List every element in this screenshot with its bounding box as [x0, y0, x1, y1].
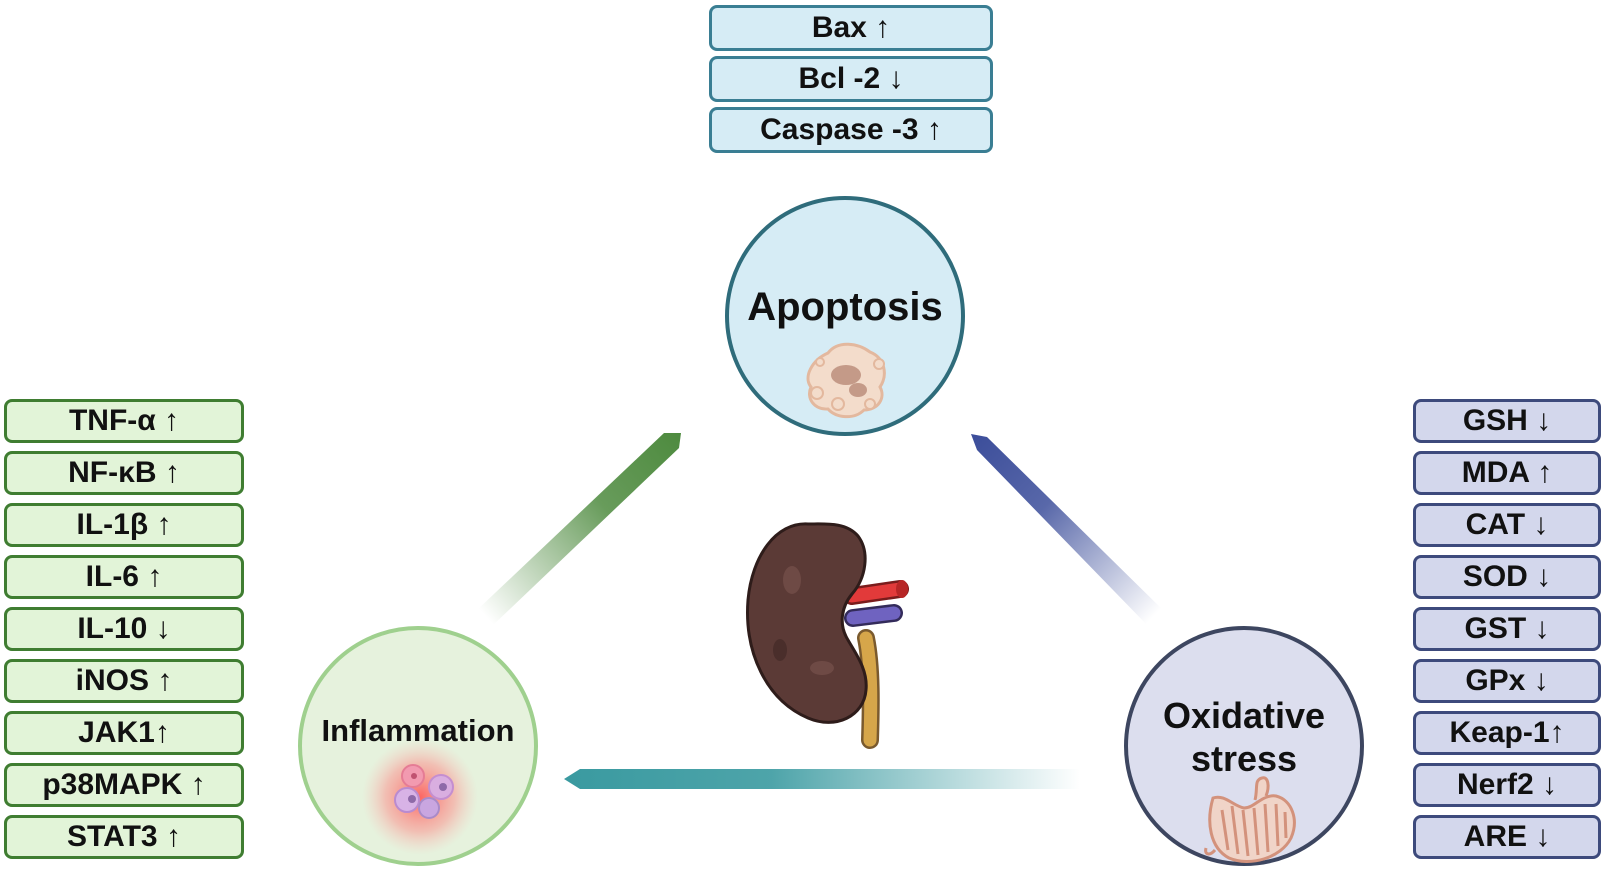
oxidative-title-line1: Oxidative — [1162, 695, 1326, 736]
mitochondrion-icon — [1204, 776, 1296, 863]
inflammation-marker-tnf: TNF-α ↑ — [4, 399, 244, 443]
arrow-inflammation-to-apoptosis — [476, 433, 681, 627]
oxidative-marker-gsh: GSH ↓ — [1413, 399, 1601, 443]
inflammation-marker-inos: iNOS ↑ — [4, 659, 244, 703]
apoptosis-marker-bax: Bax ↑ — [709, 5, 993, 51]
oxidative-circle — [1124, 626, 1364, 866]
inflammation-marker-list: TNF-α ↑ NF-κB ↑ IL-1β ↑ IL-6 ↑ IL-10 ↓ i… — [4, 399, 244, 859]
inflammation-marker-il6: IL-6 ↑ — [4, 555, 244, 599]
oxidative-marker-sod: SOD ↓ — [1413, 555, 1601, 599]
inflammation-title: Inflammation — [321, 713, 515, 748]
apoptosis-marker-bcl2: Bcl -2 ↓ — [709, 56, 993, 102]
oxidative-marker-list: GSH ↓ MDA ↑ CAT ↓ SOD ↓ GST ↓ GPx ↓ Keap… — [1413, 399, 1601, 859]
oxidative-marker-are: ARE ↓ — [1413, 815, 1601, 859]
oxidative-marker-nerf2: Nerf2 ↓ — [1413, 763, 1601, 807]
inflammation-marker-il10: IL-10 ↓ — [4, 607, 244, 651]
apoptosis-title: Apoptosis — [747, 285, 943, 329]
oxidative-marker-mda: MDA ↑ — [1413, 451, 1601, 495]
oxidative-marker-keap1: Keap-1↑ — [1413, 711, 1601, 755]
inflammation-marker-nfkb: NF-κB ↑ — [4, 451, 244, 495]
apoptosis-circle — [725, 196, 965, 436]
apoptosis-marker-list: Bax ↑ Bcl -2 ↓ Caspase -3 ↑ — [709, 5, 993, 153]
apoptosis-marker-caspase3: Caspase -3 ↑ — [709, 107, 993, 153]
inflammation-marker-jak1: JAK1↑ — [4, 711, 244, 755]
arrow-oxidative-to-inflammation — [564, 769, 1080, 789]
oxidative-title: Oxidative stress — [1124, 694, 1364, 780]
arrow-oxidative-to-apoptosis — [971, 434, 1164, 627]
apoptotic-cell-icon — [806, 342, 886, 419]
oxidative-marker-gpx: GPx ↓ — [1413, 659, 1601, 703]
oxidative-marker-gst: GST ↓ — [1413, 607, 1601, 651]
kidney-icon — [746, 522, 909, 749]
inflamed-cells-icon — [362, 739, 478, 855]
inflammation-marker-stat3: STAT3 ↑ — [4, 815, 244, 859]
inflammation-marker-il1b: IL-1β ↑ — [4, 503, 244, 547]
inflammation-marker-p38mapk: p38MAPK ↑ — [4, 763, 244, 807]
oxidative-marker-cat: CAT ↓ — [1413, 503, 1601, 547]
oxidative-title-line2: stress — [1190, 738, 1298, 780]
